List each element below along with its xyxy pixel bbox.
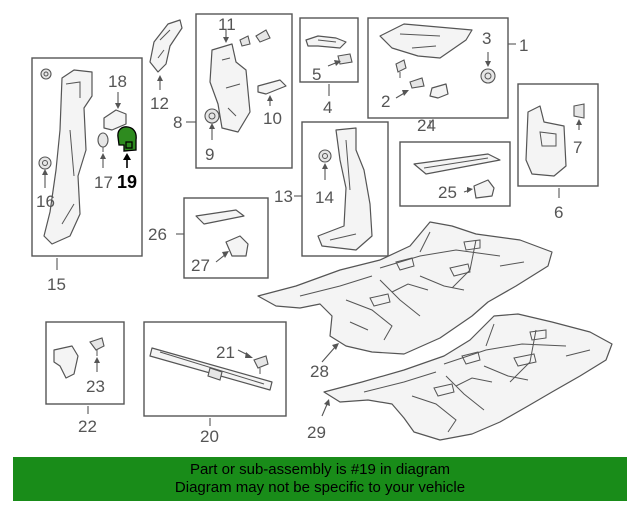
clip-icon bbox=[429, 83, 449, 99]
callout-3: 3 bbox=[482, 29, 491, 48]
assist-handle-icon bbox=[305, 35, 347, 49]
callout-17: 17 bbox=[94, 173, 113, 192]
callout-19: 19 bbox=[117, 172, 137, 192]
floor-carpet-29 bbox=[323, 313, 613, 441]
retainer-icon bbox=[103, 109, 127, 131]
callout-6: 6 bbox=[554, 203, 563, 222]
sill-plate-24 bbox=[413, 153, 501, 175]
callout-8: 8 bbox=[173, 113, 182, 132]
push-pin-icon bbox=[89, 337, 105, 356]
callout-26: 26 bbox=[148, 225, 167, 244]
group-box-22 bbox=[45, 321, 125, 405]
group-box-24 bbox=[399, 141, 511, 207]
handle-trim-12 bbox=[149, 19, 183, 73]
sill-plate-26 bbox=[195, 209, 245, 225]
group-box-20 bbox=[143, 321, 287, 417]
sill-rail-20 bbox=[149, 347, 273, 391]
callout-5: 5 bbox=[312, 65, 321, 84]
banner-line-1: Part or sub-assembly is #19 in diagram bbox=[189, 461, 451, 478]
exploded-parts-diagram: 16 18 17 19 15 12 8 11 bbox=[31, 13, 613, 446]
group-box-15 bbox=[31, 57, 143, 257]
callout-21: 21 bbox=[216, 343, 235, 362]
pillar-trim-panel-15 bbox=[43, 69, 93, 245]
callout-27: 27 bbox=[191, 256, 210, 275]
callout-23: 23 bbox=[86, 377, 105, 396]
grommet-icon bbox=[318, 149, 332, 163]
callout-12: 12 bbox=[150, 94, 169, 113]
callout-20: 20 bbox=[200, 427, 219, 446]
clip-icon bbox=[38, 156, 52, 170]
clip-icon bbox=[40, 68, 52, 80]
cap-icon bbox=[573, 103, 585, 119]
bracket-icon bbox=[53, 345, 79, 379]
callout-29: 29 bbox=[307, 423, 326, 442]
callout-1: 1 bbox=[519, 36, 528, 55]
retainer-icon bbox=[473, 179, 495, 199]
callout-11: 11 bbox=[218, 15, 236, 34]
notice-banner: Part or sub-assembly is #19 in diagram D… bbox=[13, 457, 627, 501]
callout-9: 9 bbox=[205, 145, 214, 164]
callout-25: 25 bbox=[438, 183, 457, 202]
callout-15: 15 bbox=[47, 275, 66, 294]
callout-14: 14 bbox=[315, 188, 334, 207]
rear-trim-panel-6 bbox=[525, 105, 567, 177]
highlighted-part-19-icon bbox=[117, 126, 137, 152]
callout-18: 18 bbox=[108, 72, 127, 91]
group-box-4 bbox=[299, 17, 359, 83]
b-pillar-trim-11 bbox=[209, 43, 251, 133]
screw-icon bbox=[395, 59, 407, 78]
clip-icon bbox=[239, 29, 271, 47]
callout-7: 7 bbox=[573, 138, 582, 157]
group-box-8 bbox=[195, 13, 293, 169]
grommet-icon bbox=[204, 108, 220, 124]
quarter-trim-panel-1 bbox=[379, 23, 473, 59]
retainer-icon bbox=[225, 235, 249, 257]
callout-24: 24 bbox=[417, 116, 436, 135]
push-pin-icon bbox=[253, 355, 269, 374]
push-pin-icon bbox=[97, 132, 109, 152]
grommet-icon bbox=[480, 68, 496, 84]
callout-13: 13 bbox=[274, 187, 293, 206]
callout-22: 22 bbox=[78, 417, 97, 436]
callout-2: 2 bbox=[381, 92, 390, 111]
banner-line-2: Diagram may not be specific to your vehi… bbox=[174, 479, 466, 496]
cap-icon bbox=[337, 53, 353, 65]
pillar-trim-13 bbox=[317, 127, 373, 251]
callout-28: 28 bbox=[310, 362, 329, 381]
bracket-icon bbox=[257, 79, 287, 95]
group-box-26 bbox=[183, 197, 269, 279]
group-box-1 bbox=[367, 17, 509, 119]
group-box-6 bbox=[517, 83, 599, 187]
floor-carpet-28 bbox=[257, 221, 553, 355]
callout-16: 16 bbox=[36, 192, 55, 211]
callout-10: 10 bbox=[263, 109, 282, 128]
group-box-13 bbox=[301, 121, 389, 257]
clip-icon bbox=[409, 77, 425, 89]
callout-4: 4 bbox=[323, 98, 332, 117]
